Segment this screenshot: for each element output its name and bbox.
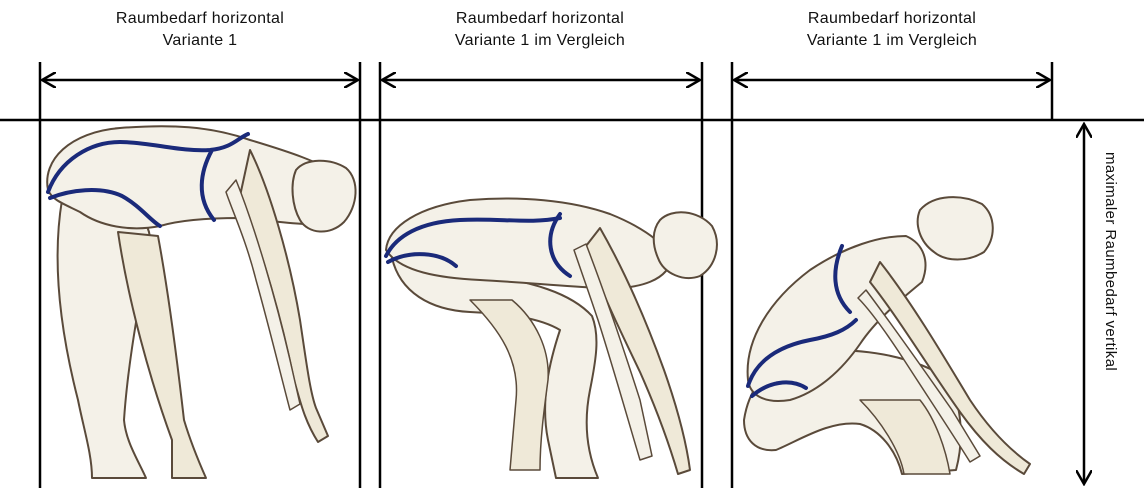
panel-1-caption-line-2: Variante 1 (40, 30, 360, 52)
panel-1-caption-line-1: Raumbedarf horizontal (40, 8, 360, 30)
figure-half-squat (386, 199, 717, 478)
panel-3-caption: Raumbedarf horizontal Variante 1 im Verg… (732, 8, 1052, 52)
panel-1-caption: Raumbedarf horizontal Variante 1 (40, 8, 360, 52)
figure-full-squat (744, 197, 1030, 474)
panel-2-caption-line-2: Variante 1 im Vergleich (380, 30, 700, 52)
panel-2-caption-line-1: Raumbedarf horizontal (380, 8, 700, 30)
panel-2-caption: Raumbedarf horizontal Variante 1 im Verg… (380, 8, 700, 52)
panel-3-caption-line-2: Variante 1 im Vergleich (732, 30, 1052, 52)
panel-3-caption-line-1: Raumbedarf horizontal (732, 8, 1052, 30)
figure-bent-forward (47, 126, 355, 478)
vertical-space-label: maximaler Raumbedarf vertikal (1102, 152, 1119, 371)
